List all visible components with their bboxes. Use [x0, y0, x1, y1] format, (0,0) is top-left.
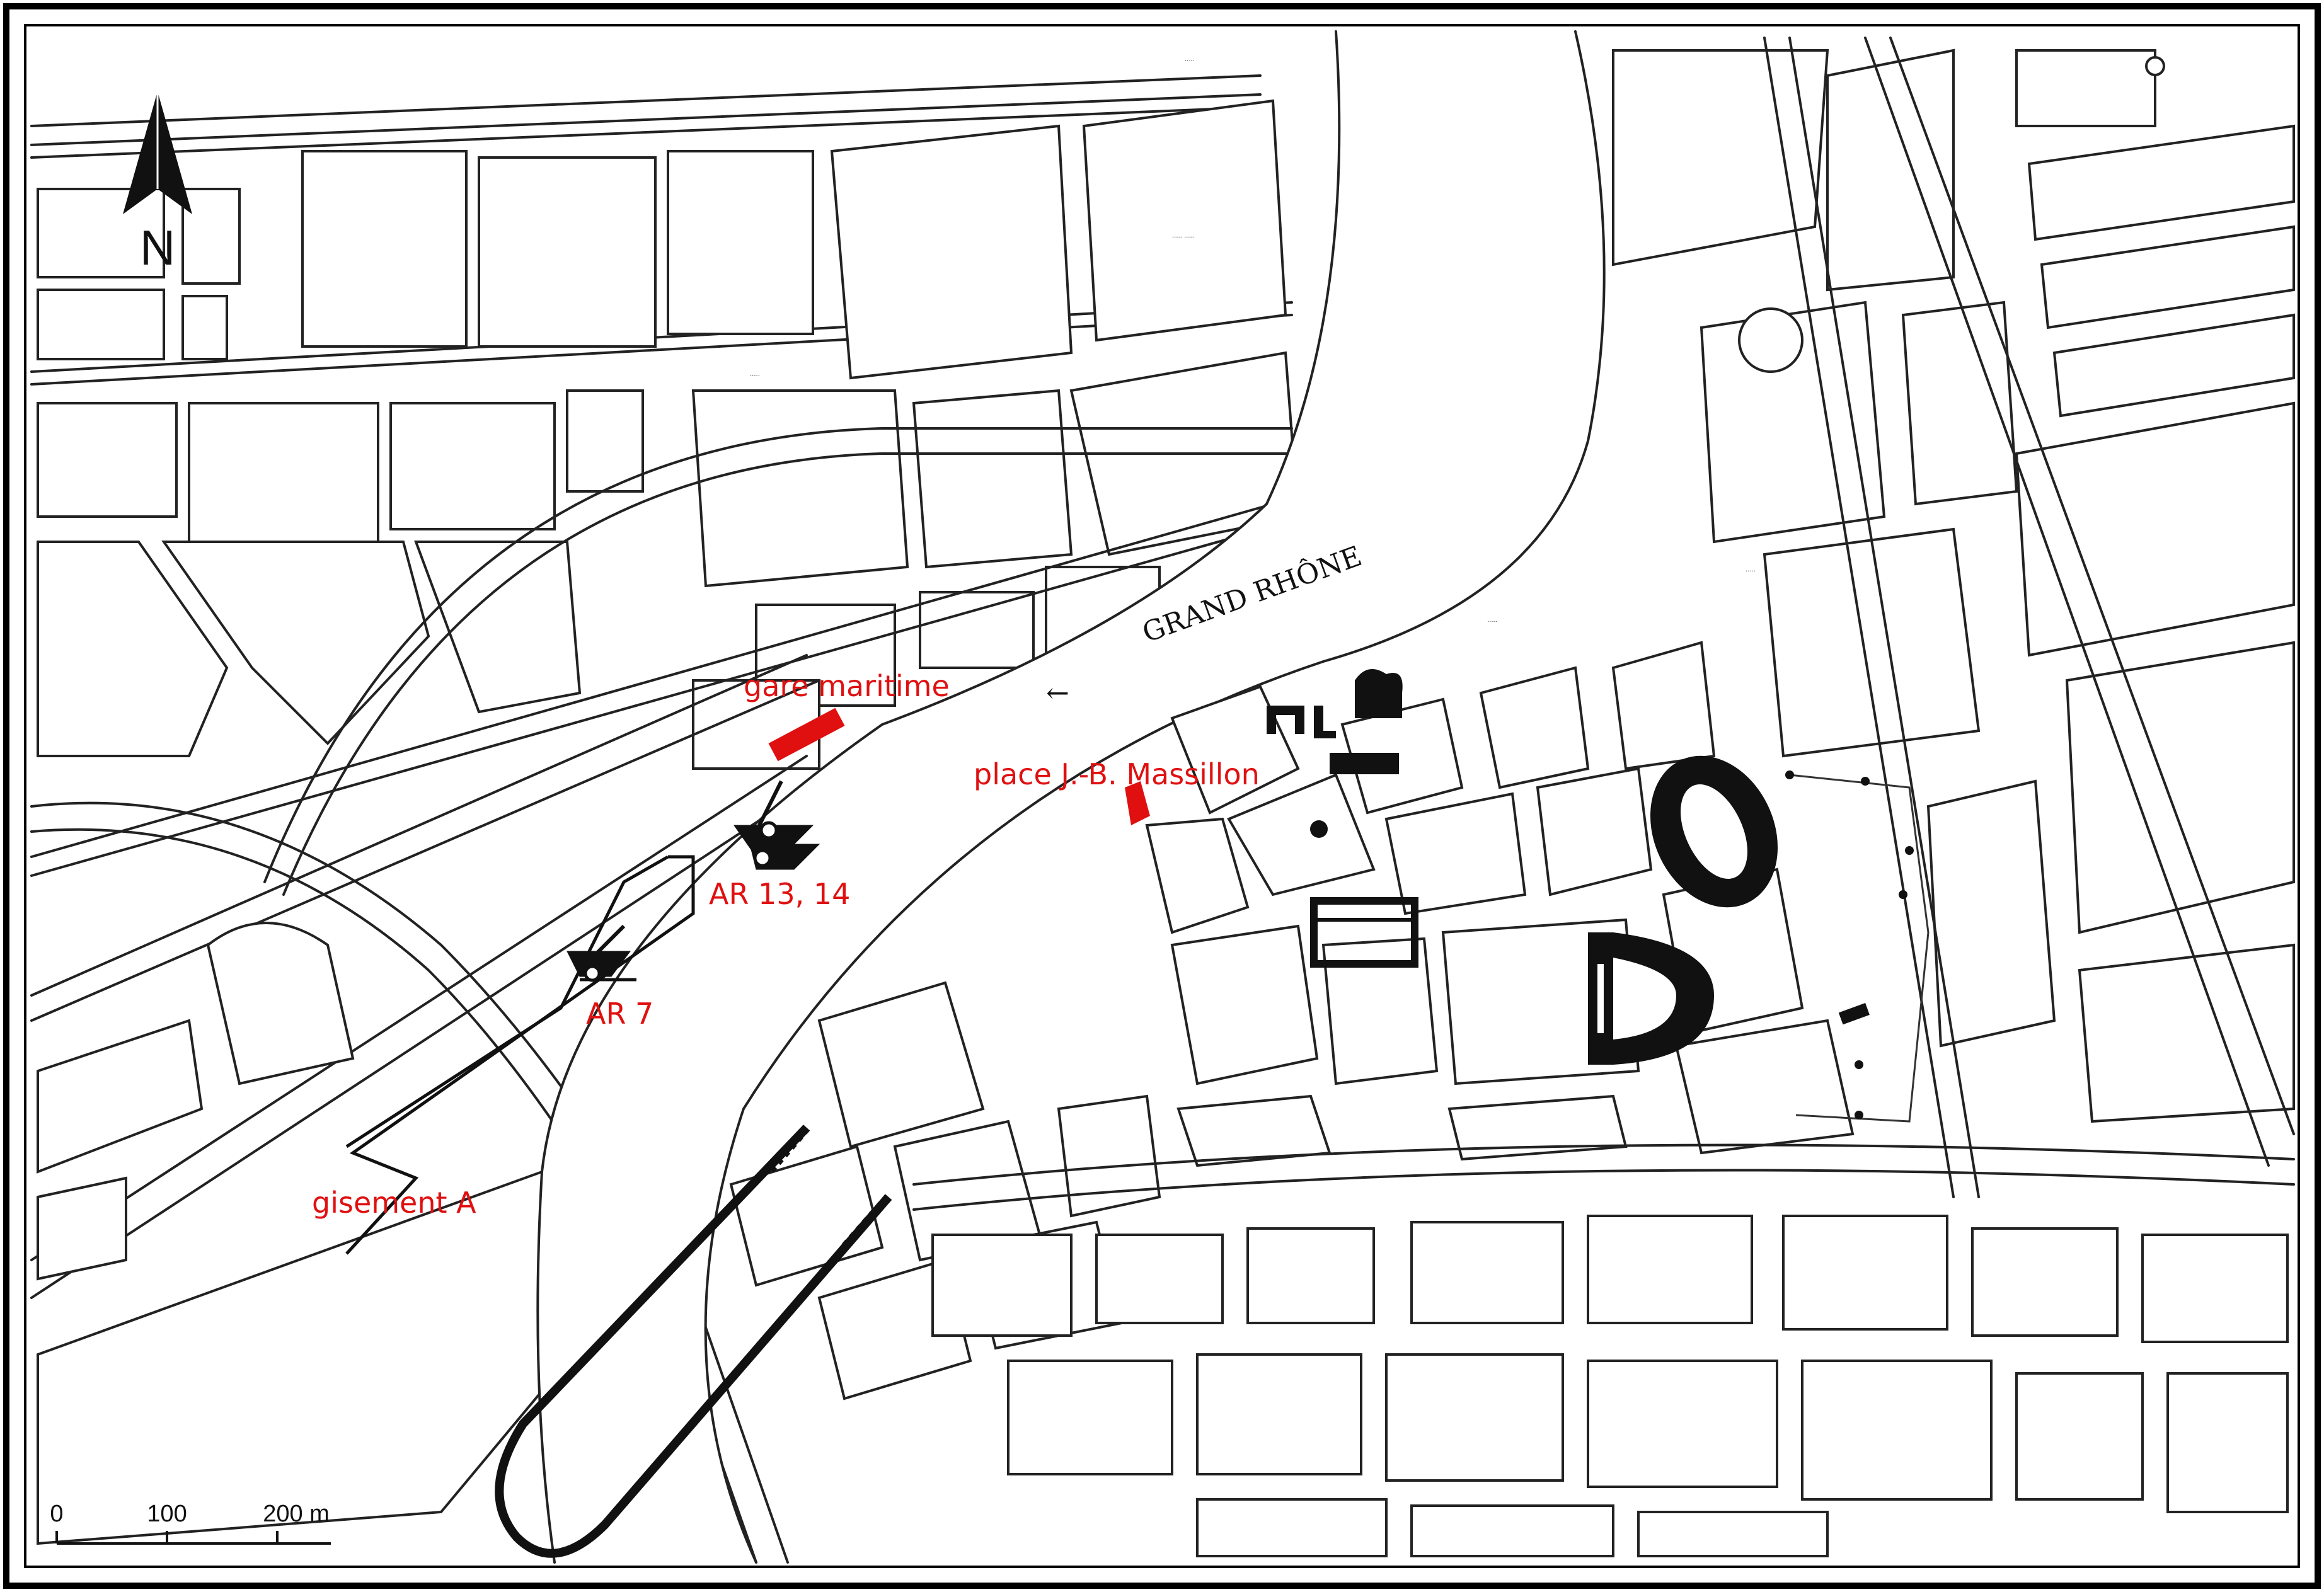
street-network — [30, 74, 1300, 1564]
river-arrow: ← — [1046, 677, 1069, 709]
north-label: N — [140, 220, 175, 275]
site-label-ar-13-14: AR 13, 14 — [709, 877, 850, 911]
svg-text:·····: ····· — [1487, 619, 1497, 626]
site-label-gisement-a: gisement A — [312, 1186, 476, 1220]
cryptoportico-icon — [1310, 897, 1418, 968]
shipwreck-icon — [733, 780, 820, 870]
theatre-icon — [1588, 932, 1714, 1065]
gare-maritime-marker — [768, 707, 845, 762]
scale-bar — [55, 1531, 331, 1545]
place-massillon-marker — [1125, 781, 1150, 825]
red-highlight-sites — [768, 707, 1150, 825]
scale-tick-100: 100 — [147, 1501, 187, 1527]
site-label-place-massillon: place J.-B. Massillon — [974, 757, 1260, 791]
scale-tick-200: 200 m — [263, 1501, 330, 1527]
roman-circus — [495, 1125, 892, 1558]
monuments — [1267, 669, 1930, 1123]
svg-text:·····: ····· — [750, 373, 760, 380]
site-label-ar-7: AR 7 — [586, 997, 653, 1031]
church-icon — [1355, 669, 1403, 718]
building-icon — [1267, 706, 1336, 738]
map-inner-frame — [24, 24, 2300, 1568]
gisement-a-boundary — [345, 855, 695, 1255]
site-label-gare-maritime: gare maritime — [744, 669, 950, 703]
north-arrow-icon — [123, 91, 192, 214]
column-icon — [1310, 820, 1328, 838]
svg-text:·····: ····· — [1185, 58, 1195, 65]
svg-text:····· ·····: ····· ····· — [1172, 234, 1194, 241]
street-name-texture: ····· ····· ····· ····· ····· ····· — [750, 58, 1756, 626]
shipwreck-icon — [567, 924, 636, 982]
svg-text:·····: ····· — [1746, 568, 1756, 575]
river-west-bank — [536, 30, 1341, 1564]
amphitheatre-icon — [1650, 755, 1778, 908]
rampart-line — [1789, 774, 1930, 1123]
building-icon — [1330, 753, 1399, 774]
scale-tick-0: 0 — [50, 1501, 63, 1527]
